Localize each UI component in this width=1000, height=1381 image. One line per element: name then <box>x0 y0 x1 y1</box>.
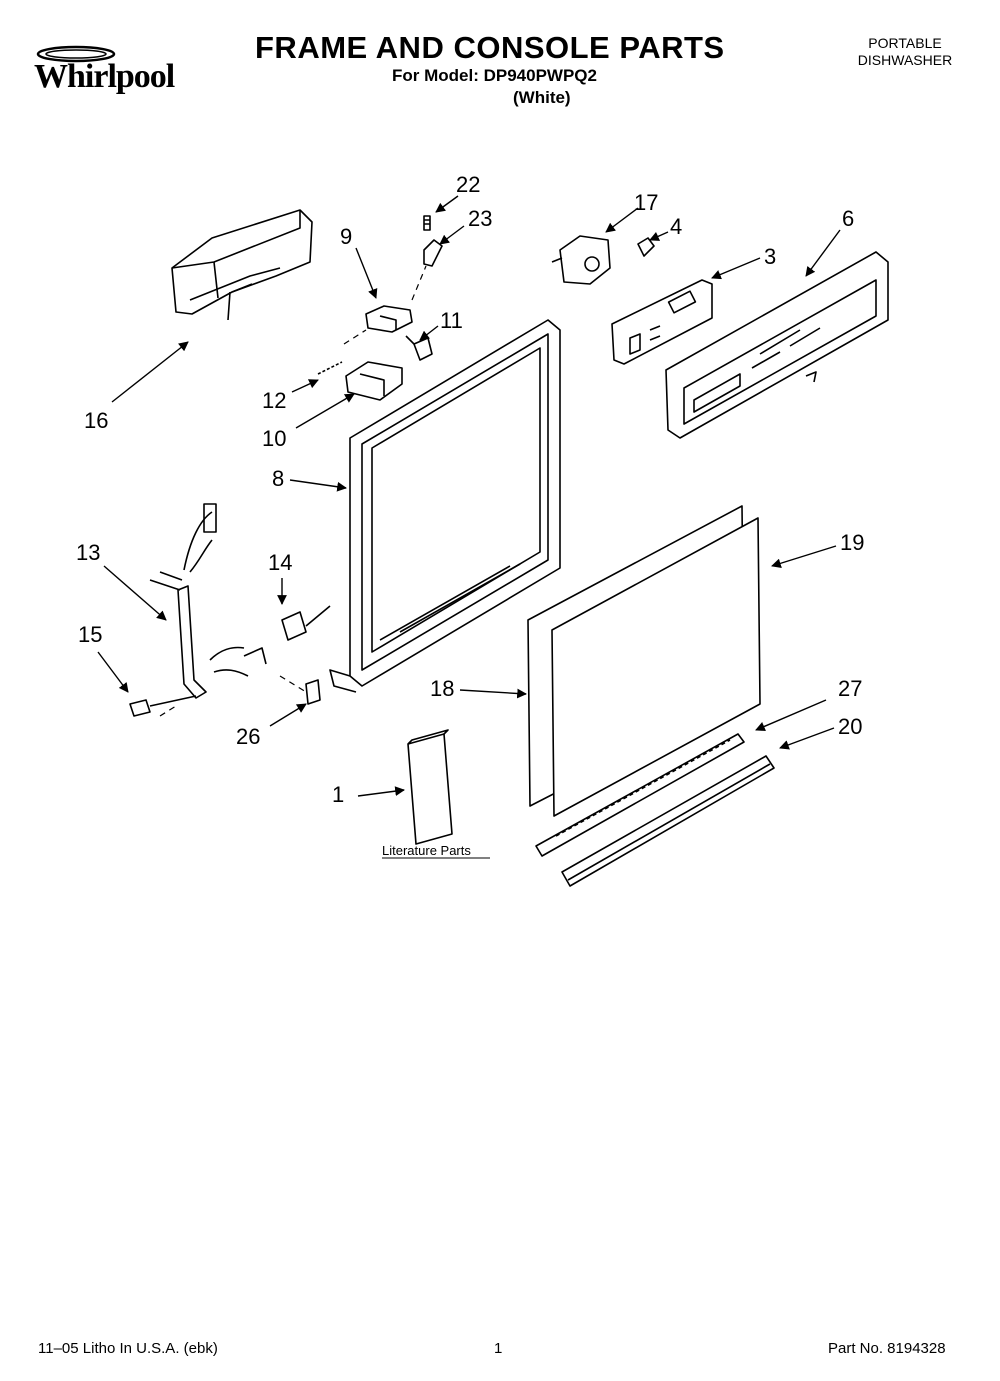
part-door-frame <box>329 319 561 693</box>
part-spring-12 <box>317 361 343 375</box>
brand-name: Whirlpool <box>34 58 175 95</box>
footer-litho: 11–05 Litho In U.S.A. (ebk) <box>38 1340 218 1357</box>
part-door-panel-19 <box>551 517 761 817</box>
callout-19: 19 <box>840 530 864 555</box>
part-literature-booklet <box>407 729 453 845</box>
whirlpool-logo: Whirlpool <box>28 40 208 104</box>
callout-27: 27 <box>838 676 862 701</box>
footer-page-number: 1 <box>494 1340 503 1357</box>
part-screw-22 <box>423 215 431 231</box>
part-holder-10 <box>345 361 403 401</box>
leader-dashed-lines <box>159 265 427 717</box>
callout-labels: 16 22 23 9 11 12 10 8 17 4 3 6 13 14 15 … <box>76 172 864 859</box>
callout-4: 4 <box>670 214 682 239</box>
literature-parts-label: Literature Parts <box>382 843 471 858</box>
part-bottom-trim-20 <box>561 755 775 887</box>
callout-13: 13 <box>76 540 100 565</box>
callout-18: 18 <box>430 676 454 701</box>
product-line-1: PORTABLE <box>868 35 942 51</box>
part-screw-15 <box>129 699 151 717</box>
callout-17: 17 <box>634 190 658 215</box>
callout-23: 23 <box>468 206 492 231</box>
callout-12: 12 <box>262 388 286 413</box>
color-line: (White) <box>513 88 571 107</box>
part-cover-bracket <box>171 209 313 321</box>
part-switch-assembly-17 <box>551 235 611 285</box>
model-line: For Model: DP940PWPQ2 <box>392 66 597 85</box>
callout-6: 6 <box>842 206 854 231</box>
whirlpool-swirl-icon <box>36 45 116 63</box>
product-type: PORTABLE DISHWASHER <box>840 35 970 69</box>
part-trim-strip-27 <box>535 733 745 857</box>
part-console-panel <box>665 251 889 439</box>
callout-11: 11 <box>440 308 463 333</box>
callout-8: 8 <box>272 466 284 491</box>
callout-14: 14 <box>268 550 292 575</box>
callout-15: 15 <box>78 622 102 647</box>
part-clip-23 <box>423 239 443 267</box>
callout-9: 9 <box>340 224 352 249</box>
part-connector-11 <box>405 335 433 361</box>
callout-3: 3 <box>764 244 776 269</box>
page-title: FRAME AND CONSOLE PARTS <box>255 30 725 65</box>
callout-leaders <box>97 195 841 797</box>
callout-1: 1 <box>332 782 344 807</box>
callout-10: 10 <box>262 426 286 451</box>
part-control-board <box>611 279 713 365</box>
part-switch-14 <box>281 605 331 641</box>
part-clip-26 <box>305 679 321 705</box>
part-clip-4 <box>637 237 655 257</box>
callout-16: 16 <box>84 408 108 433</box>
callout-20: 20 <box>838 714 862 739</box>
product-line-2: DISHWASHER <box>857 52 953 68</box>
callout-22: 22 <box>456 172 480 197</box>
callout-26: 26 <box>236 724 260 749</box>
footer-part-number: Part No. 8194328 <box>828 1340 946 1357</box>
part-wire-harness <box>149 503 267 707</box>
part-switch-9 <box>365 305 413 333</box>
